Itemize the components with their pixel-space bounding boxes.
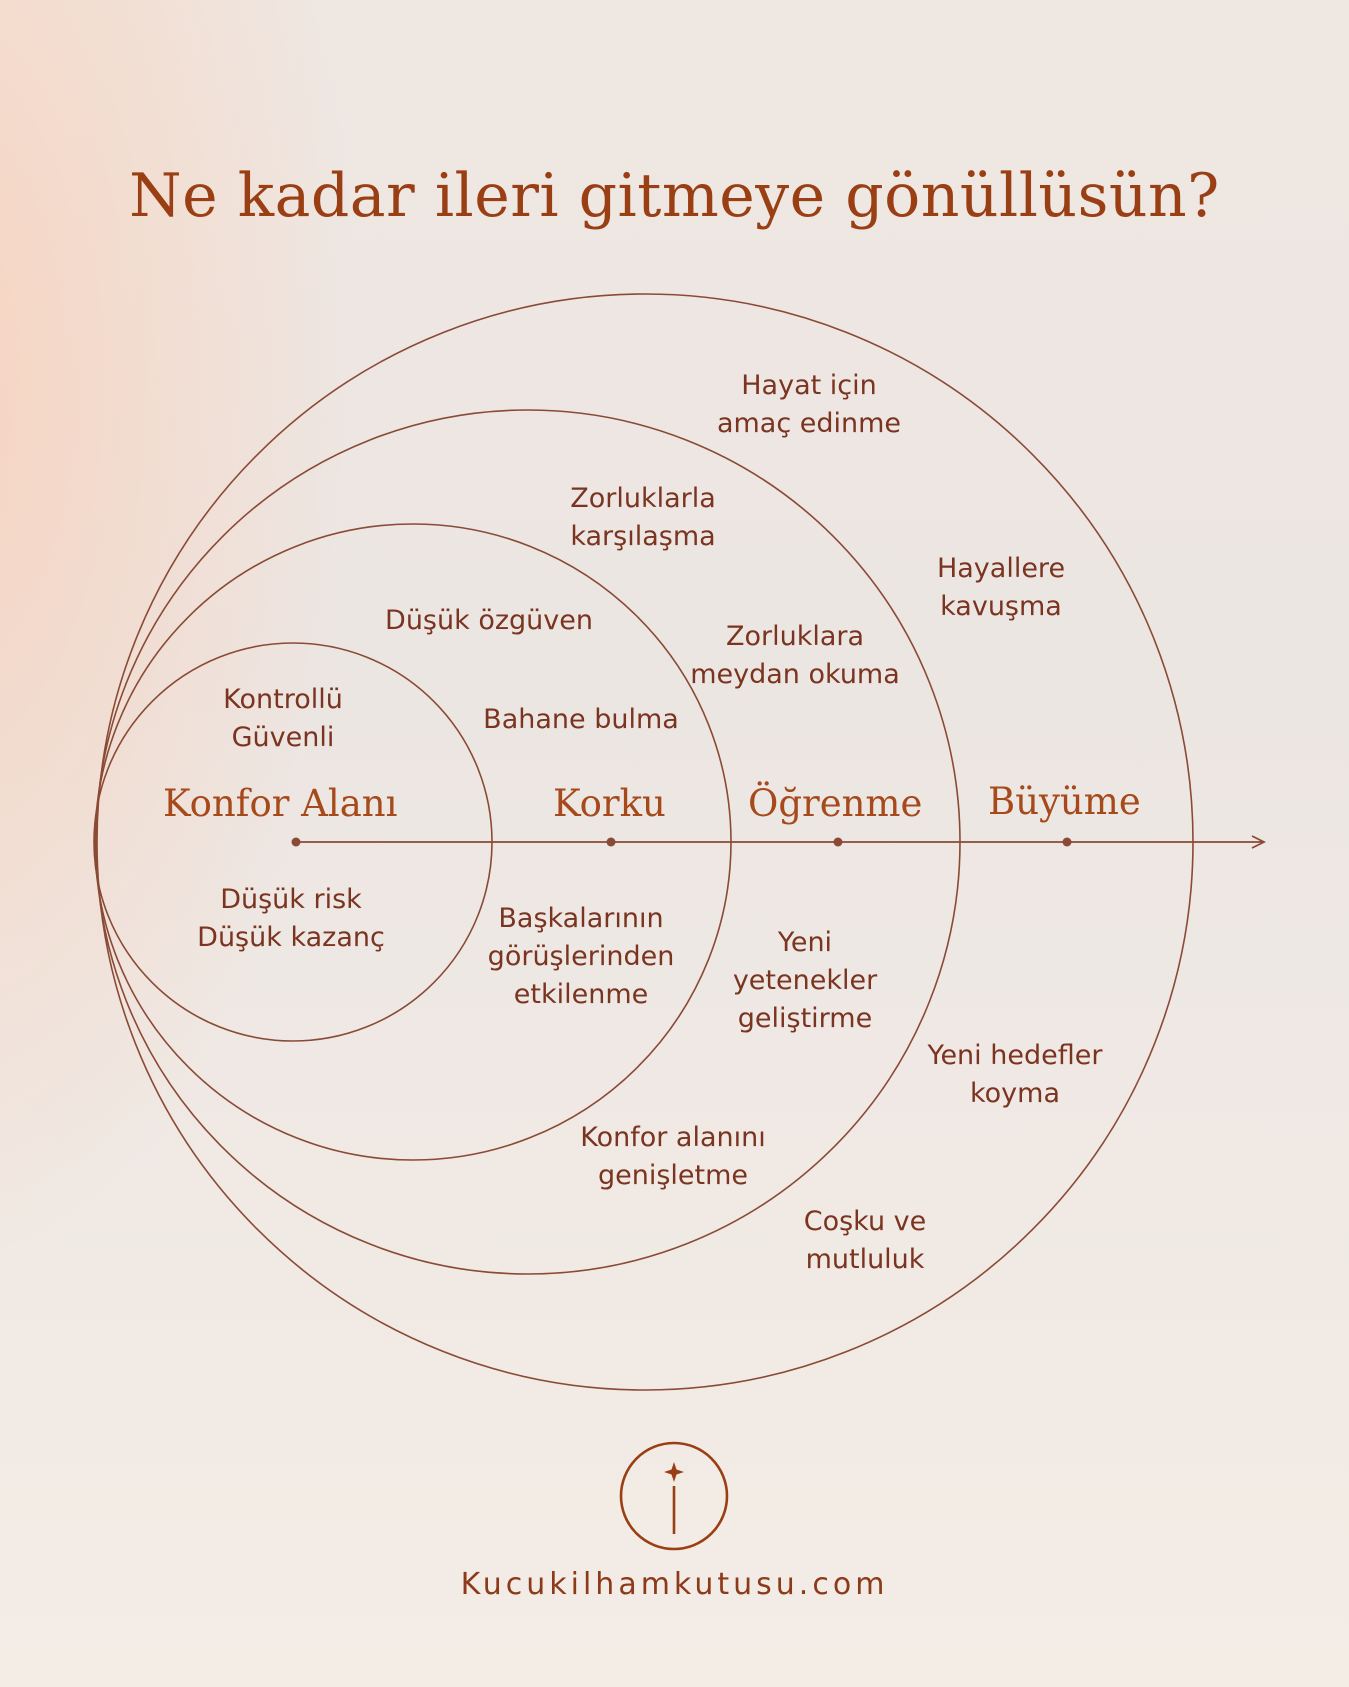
axis-point-growth (1062, 837, 1072, 847)
fear-item-excuses: Bahane bulma (483, 704, 679, 735)
learning-item-challenging: Zorluklara meydan okuma (690, 621, 900, 690)
zone-label-learning: Öğrenme (748, 782, 923, 825)
i-star-circle-logo-icon (619, 1441, 729, 1551)
fear-item-others-opinions: Başkalarının görüşlerinden etkilenme (487, 903, 675, 1010)
growth-item-new-goals: Yeni hedefler koyma (927, 1040, 1103, 1109)
axis-point-fear (606, 837, 616, 847)
zone-label-growth: Büyüme (988, 780, 1141, 823)
comfort-item-controlled-safe: Kontrollü Güvenli (223, 684, 343, 753)
growth-item-dreams: Hayallere kavuşma (936, 553, 1066, 622)
growth-item-life-purpose: Hayat için amaç edinme (716, 370, 902, 439)
website-link[interactable]: Kucukilhamkutusu.com (460, 1567, 889, 1602)
learning-item-expand-comfort: Konfor alanını genişletme (580, 1122, 766, 1191)
comfort-item-low-risk-gain: Düşük risk Düşük kazanç (197, 884, 385, 953)
growth-item-joy-happiness: Coşku ve mutluluk (803, 1206, 927, 1275)
learning-item-new-skills: Yeni yetenekler geliştirme (732, 927, 878, 1034)
learning-item-facing-challenges: Zorluklarla karşılaşma (570, 483, 716, 552)
fear-item-low-confidence: Düşük özgüven (385, 605, 593, 636)
zone-label-fear: Korku (553, 782, 666, 825)
axis-point-learning (833, 837, 843, 847)
progress-axis (291, 835, 1267, 849)
zone-label-comfort: Konfor Alanı (163, 782, 398, 825)
axis-arrowhead (1251, 835, 1267, 849)
axis-point-comfort (291, 837, 301, 847)
page-title: Ne kadar ileri gitmeye gönüllüsün? (129, 161, 1220, 231)
